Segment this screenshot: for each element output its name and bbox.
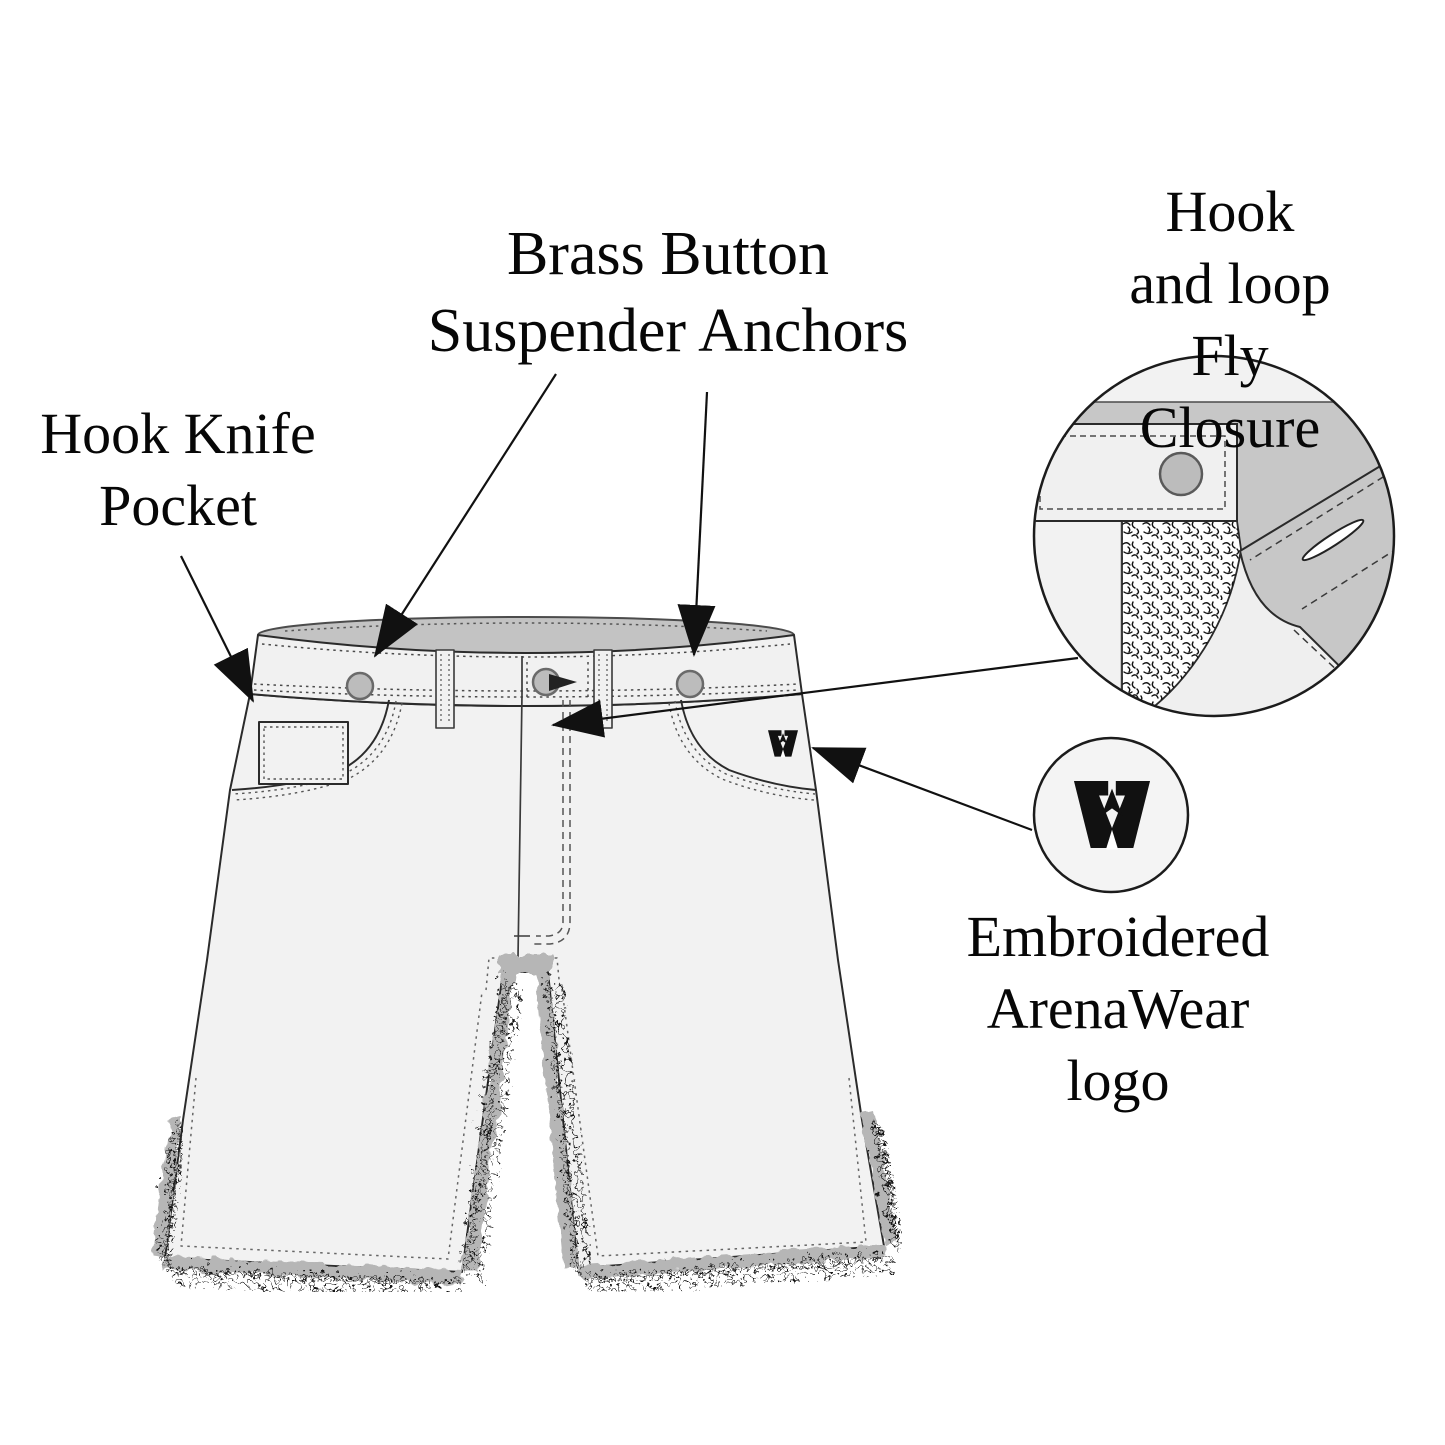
callout-hook-and-loop-fly-closure: Hook and loop Fly Closure: [1129, 179, 1331, 460]
suspender-anchor-button: [675, 669, 705, 699]
shorts-illustration: [152, 616, 897, 1288]
suspender-anchor-button: [345, 671, 375, 701]
arrow-brass-left: [373, 373, 557, 658]
leader-arrows: [180, 373, 1079, 832]
fly-button-pointer: [549, 674, 577, 691]
suspender-buttons: [345, 667, 705, 701]
waistband-tab: [1035, 423, 1238, 522]
logo-badge: [1032, 736, 1190, 894]
fray-threads: [153, 957, 896, 1288]
hook-knife-pocket: [258, 721, 349, 785]
belt-loop: [593, 649, 613, 729]
tab-button: [1158, 451, 1204, 497]
arrow-brass-right: [677, 391, 716, 657]
bar-tacks: [233, 698, 815, 795]
leg-stitching: [180, 957, 867, 1260]
arrow-hook-knife: [180, 555, 254, 703]
buttonhole-slit: [1301, 518, 1365, 562]
fly-front: [514, 656, 571, 959]
waistband-stitching: [253, 643, 799, 698]
callout-hook-knife-pocket: Hook Knife Pocket: [40, 401, 316, 538]
arrow-logo: [811, 746, 1033, 832]
callout-brass-button-suspender-anchors: Brass Button Suspender Anchors: [427, 220, 909, 365]
arrow-fly-closure: [551, 656, 1079, 738]
inset-circle-border: [1032, 354, 1396, 718]
callout-embroidered-arenawear-logo: Embroidered ArenaWear logo: [966, 904, 1270, 1113]
belt-loop: [435, 649, 455, 729]
